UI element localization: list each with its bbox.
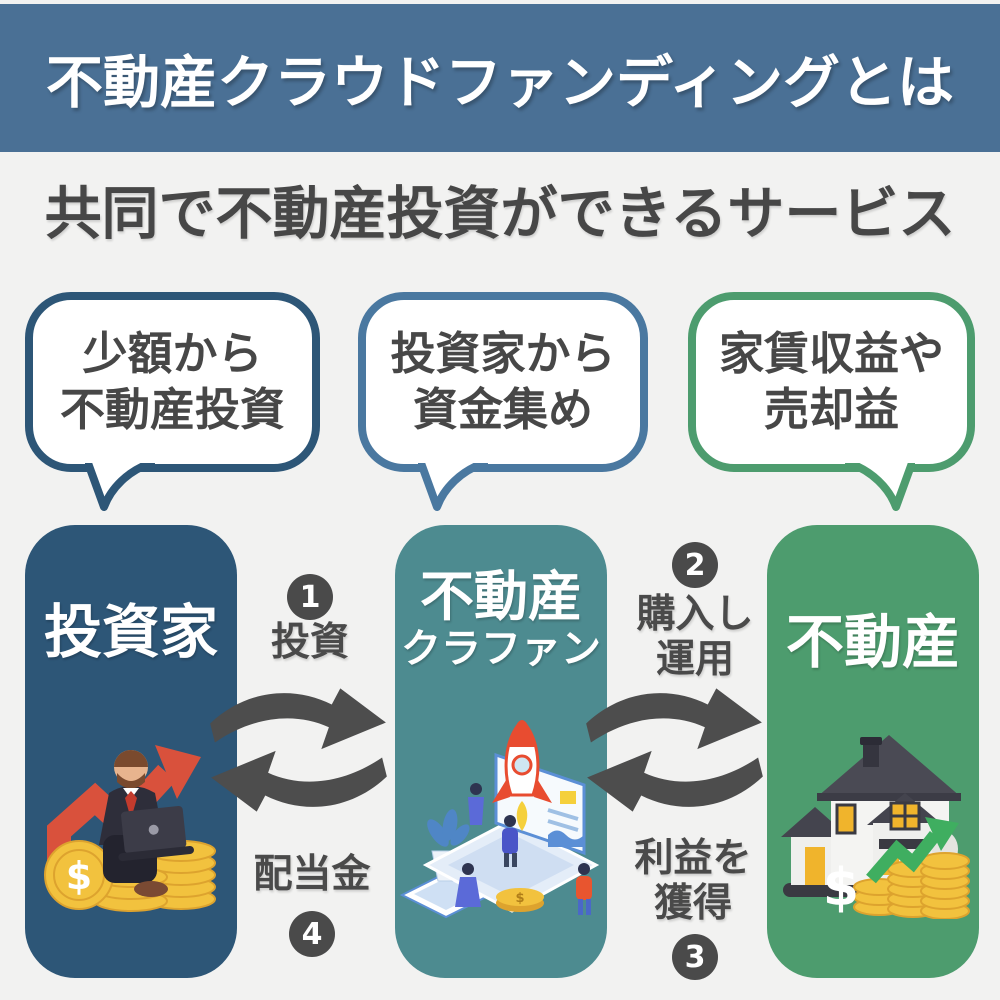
step-number-badge-4: 4 — [289, 911, 335, 957]
step-number-badge-1: 1 — [287, 574, 333, 620]
bubble-text-line: 少額から — [82, 327, 263, 380]
investor-illustration: $ — [44, 745, 216, 912]
bubble-text-line: 資金集め — [412, 383, 593, 436]
bubble-text-line: 不動産投資 — [59, 383, 285, 436]
entity-label: 不動産 — [785, 608, 960, 676]
step-label-line: 獲得 — [653, 881, 732, 926]
house-illustration: $ — [781, 735, 970, 919]
bubble-text-line: 家賃収益や — [718, 327, 944, 380]
entity-card-investor: 投資家 $ — [25, 525, 237, 978]
step-label-line: 運用 — [655, 637, 734, 682]
arrow-purchase-icon — [586, 688, 762, 750]
growth-arrow-icon — [155, 745, 201, 799]
coin-stack-icon — [853, 852, 970, 919]
entity-label-sub: クラファン — [401, 626, 601, 672]
dollar-sign: $ — [515, 891, 524, 906]
arrow-profit-icon — [587, 750, 763, 812]
step-label-gain-profit: 利益を 獲得 — [608, 836, 778, 926]
entity-label: 不動産 クラファン — [395, 565, 607, 672]
bubble-text-line: 売却益 — [763, 383, 899, 436]
step-label-purchase-operate: 購入し 運用 — [610, 592, 780, 682]
dollar-sign: $ — [66, 854, 92, 898]
people-figures — [455, 783, 592, 915]
rocket-icon — [492, 720, 552, 831]
step-number-badge-2: 2 — [672, 542, 718, 588]
step-label-dividend: 配当金 — [253, 852, 371, 897]
step-label-line: 利益を — [634, 836, 752, 881]
bubble-tail-icon — [418, 463, 488, 511]
speech-bubble-fundraising: 投資家から 資金集め — [358, 292, 648, 511]
step-label-invest: 投資 — [270, 620, 349, 665]
rocket-laptop-illustration: $ — [399, 720, 600, 919]
speech-bubble-small-investment: 少額から 不動産投資 — [25, 292, 320, 511]
growth-arrow-icon — [866, 817, 959, 884]
dollar-sign: $ — [823, 858, 859, 918]
entity-card-property: 不動産 — [767, 525, 979, 978]
page-title: 不動産クラウドファンディングとは — [45, 50, 954, 116]
entity-label: 投資家 — [43, 598, 218, 666]
bubble-tail-icon — [845, 463, 915, 511]
step-number-badge-3: 3 — [672, 934, 718, 980]
step-label-line: 購入し — [636, 592, 754, 637]
laptop-icon — [118, 805, 194, 862]
arrow-dividend-icon — [211, 750, 387, 812]
speech-bubble-rental-income: 家賃収益や 売却益 — [688, 292, 975, 511]
coin-icon: $ — [496, 888, 544, 912]
arrow-invest-icon — [210, 688, 386, 750]
entity-label-main: 不動産 — [420, 565, 582, 628]
bubble-tail-icon — [85, 463, 155, 511]
page-subtitle: 共同で不動産投資ができるサービス — [44, 181, 956, 247]
bubble-text-line: 投資家から — [390, 327, 616, 380]
entity-card-platform: 不動産 クラファン — [395, 525, 607, 978]
header-band: 不動産クラウドファンディングとは — [0, 4, 1000, 152]
